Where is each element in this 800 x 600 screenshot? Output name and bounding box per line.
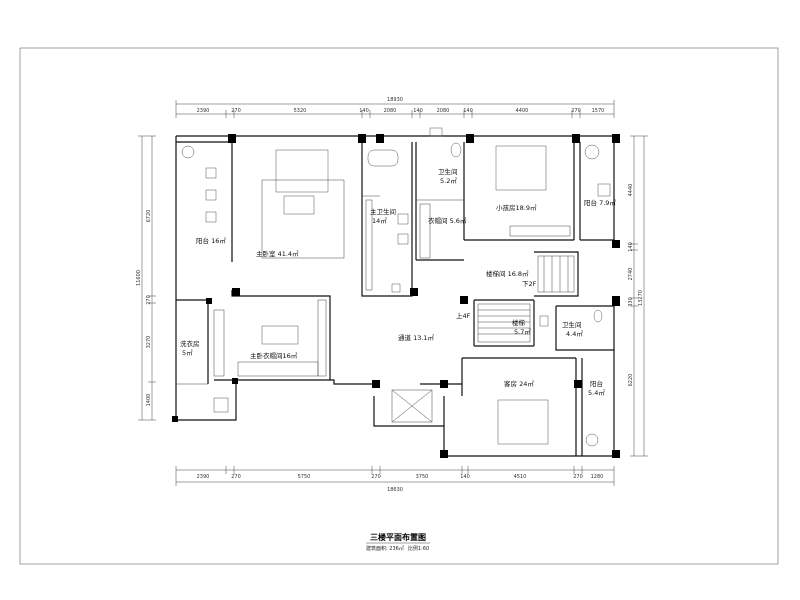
label-stairs-area: 5.7㎡ <box>514 327 531 336</box>
right-dim-5: 6220 <box>628 374 634 387</box>
top-dim-1: 2390 <box>197 108 210 114</box>
top-dim-10: 270 <box>571 108 581 114</box>
columns <box>172 134 620 458</box>
top-dim-7: 2080 <box>437 108 450 114</box>
left-dim-2: 270 <box>146 295 152 305</box>
bottom-dimensions: 2390 270 5750 270 3750 140 4510 270 1280… <box>175 466 615 493</box>
label-master-bath-area: 14㎡ <box>372 216 387 225</box>
right-dim-2: 140 <box>628 242 634 252</box>
right-total-dim: 13270 <box>638 290 644 306</box>
left-dim-1: 6720 <box>146 210 152 223</box>
label-bath-right-area: 4.4㎡ <box>566 329 583 338</box>
top-dim-9: 4400 <box>516 108 529 114</box>
label-laundry: 洗衣房 <box>180 339 200 348</box>
label-down: 下2F <box>522 280 537 288</box>
top-dimensions: 18930 2390 270 5320 140 2080 140 2080 14… <box>175 97 615 118</box>
label-balcony-bottom-right-area: 5.4㎡ <box>588 388 605 397</box>
label-balcony-top-right: 阳台 7.9㎡ <box>584 198 616 207</box>
bottom-dim-8: 270 <box>573 474 583 480</box>
right-dim-4: 330 <box>628 297 634 307</box>
label-master-bedroom: 主卧室 41.4㎡ <box>256 249 299 258</box>
top-dim-2: 270 <box>231 108 241 114</box>
bottom-dim-3: 5750 <box>298 474 311 480</box>
top-dim-5: 2080 <box>384 108 397 114</box>
right-dim-3: 2740 <box>628 268 634 281</box>
label-master-bath: 主卫生间 <box>370 207 396 216</box>
label-closet: 衣帽间 5.6㎡ <box>428 216 467 225</box>
top-dim-8: 140 <box>463 108 473 114</box>
label-corridor: 通道 13.1㎡ <box>398 333 435 342</box>
drawing-scale: 比例1:60 <box>408 545 429 552</box>
label-bath-top-area: 5.2㎡ <box>440 176 457 185</box>
top-dim-3: 5320 <box>294 108 307 114</box>
label-up: 上4F <box>456 311 471 320</box>
left-total-dim: 11600 <box>136 270 142 286</box>
label-bath-right: 卫生间 <box>562 320 582 329</box>
label-laundry-area: 5㎡ <box>182 348 193 357</box>
bottom-total-dim: 18630 <box>387 487 403 493</box>
drawing-title: 三楼平面布置图 <box>370 532 426 542</box>
furniture <box>181 127 611 447</box>
bottom-dim-2: 270 <box>231 474 241 480</box>
bottom-dim-9: 1280 <box>591 474 604 480</box>
label-balcony-bottom-right: 阳台 <box>590 379 603 388</box>
label-stair-hall: 楼梯间 16.8㎡ <box>486 269 529 278</box>
title-block: 三楼平面布置图 建筑面积: 236㎡ 比例1:60 <box>366 532 430 552</box>
bottom-dim-1: 2390 <box>197 474 210 480</box>
label-balcony-left: 阳台 16㎡ <box>196 236 226 245</box>
sheet-border <box>19 47 779 565</box>
left-dim-3: 3270 <box>146 336 152 349</box>
top-dim-11: 1570 <box>592 108 605 114</box>
walls <box>175 135 615 457</box>
bottom-dim-5: 3750 <box>416 474 429 480</box>
label-bath-top: 卫生间 <box>438 167 458 176</box>
bottom-dim-4: 270 <box>371 474 381 480</box>
right-dim-1: 4440 <box>628 184 634 197</box>
top-dim-4: 140 <box>359 108 369 114</box>
label-master-closet: 主卧衣帽间16㎡ <box>250 351 298 360</box>
bottom-dim-7: 4510 <box>514 474 527 480</box>
top-dim-6: 140 <box>413 108 423 114</box>
top-total-dim: 18930 <box>387 97 403 103</box>
label-kids-room: 小孩房18.9㎡ <box>496 203 537 212</box>
left-dim-4: 1400 <box>146 394 152 407</box>
bottom-dim-6: 140 <box>460 474 470 480</box>
room-labels: 阳台 16㎡ 主卧室 41.4㎡ 主卫生间 14㎡ 卫生间 5.2㎡ 衣帽间 5… <box>180 167 616 397</box>
left-dimensions: 6720 270 3270 1400 11600 <box>136 135 156 421</box>
label-stairs: 楼梯 <box>512 318 526 327</box>
label-guest-room: 客房 24㎡ <box>504 379 534 388</box>
drawing-area: 建筑面积: 236㎡ <box>366 545 404 552</box>
right-dimensions: 4440 140 2740 330 6220 13270 <box>628 135 648 457</box>
